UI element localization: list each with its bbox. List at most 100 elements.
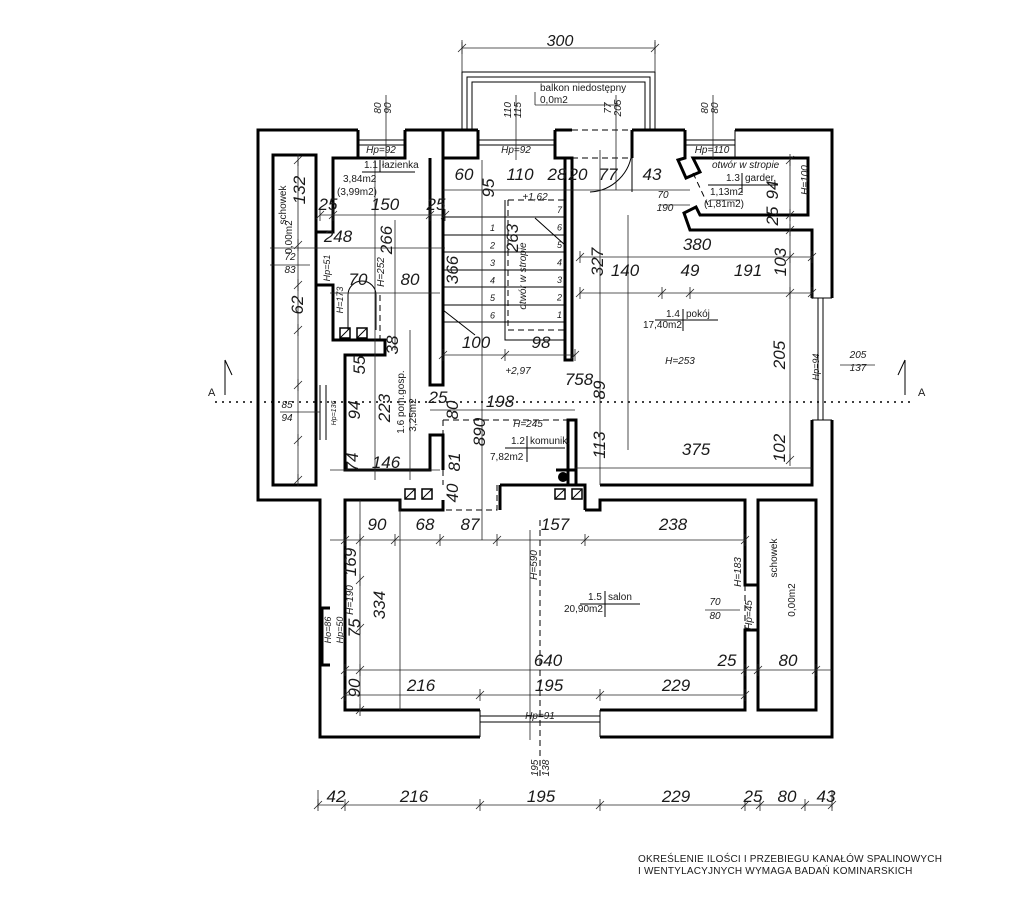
vent-duct-icon bbox=[356, 327, 368, 339]
vent-duct-icon bbox=[554, 488, 566, 500]
dimension-label: 216 bbox=[399, 787, 429, 806]
stair-step-number: 5 bbox=[490, 293, 496, 303]
corridor-number: 1.2 bbox=[511, 436, 525, 447]
dimension-tick bbox=[740, 799, 750, 811]
dimension-tick bbox=[811, 664, 821, 676]
dimension-tick bbox=[435, 534, 445, 546]
dimension-label: 68 bbox=[416, 515, 435, 534]
dimension-tick bbox=[475, 689, 485, 701]
dimension-label: 81 bbox=[445, 453, 464, 472]
dimension-tick bbox=[807, 287, 817, 299]
stair-step-number: 4 bbox=[490, 276, 495, 286]
dimension-label: 113 bbox=[590, 431, 609, 459]
wardrobe-area-alt: (1,81m2) bbox=[704, 199, 744, 210]
utility-area: 3,25m2 bbox=[408, 398, 419, 432]
chimney-note-line-1: OKREŚLENIE ILOŚCI I PRZEBIEGU KANAŁÓW SP… bbox=[638, 852, 942, 865]
dimension-label: 25 bbox=[717, 651, 737, 670]
corridor-walls bbox=[498, 418, 587, 510]
dimension-label: 28 bbox=[547, 165, 567, 184]
dimension-tick bbox=[827, 799, 837, 811]
dimension-label: 157 bbox=[541, 515, 570, 534]
stair-step-number: 6 bbox=[490, 311, 495, 321]
dimension-label: 90 bbox=[383, 102, 394, 114]
stair-opening-note: otwór w stropie bbox=[518, 242, 529, 310]
section-marker-right bbox=[897, 359, 906, 395]
dimension-label: H=173 bbox=[335, 287, 345, 314]
section-label-left: A bbox=[208, 387, 216, 399]
dimension-tick bbox=[475, 799, 485, 811]
room-name: pokój bbox=[686, 309, 710, 320]
dimension-label: 195 bbox=[535, 676, 564, 695]
living-area: 20,90m2 bbox=[564, 604, 603, 615]
dimension-label: 25 bbox=[743, 787, 763, 806]
dimension-label: Hp=92 bbox=[366, 145, 396, 156]
dimension-label: 70 bbox=[709, 597, 721, 608]
dimension-tick bbox=[340, 799, 350, 811]
dimension-label: 115 bbox=[513, 102, 524, 118]
dimension-label: 20 bbox=[568, 165, 588, 184]
ventilation-ducts bbox=[339, 327, 583, 500]
dimension-label: 25 bbox=[426, 195, 446, 214]
dimension-label: 110 bbox=[506, 165, 534, 184]
dimension-label: 80 bbox=[373, 102, 384, 114]
dimension-tick bbox=[293, 434, 303, 446]
dimension-label: Hp=50 bbox=[335, 617, 345, 644]
dimension-label: Hp=110 bbox=[695, 145, 730, 156]
dimension-label: 77 bbox=[603, 102, 614, 114]
dimension-label: 98 bbox=[532, 333, 551, 352]
dimension-label: 110 bbox=[503, 102, 514, 118]
dimension-label: 169 bbox=[341, 547, 360, 576]
section-label-right: A bbox=[918, 387, 926, 399]
dimension-label: Hp=92 bbox=[501, 145, 531, 156]
stair-step-number: 6 bbox=[557, 223, 562, 233]
dimension-label: 138 bbox=[541, 759, 552, 776]
dimension-label: 89 bbox=[590, 380, 609, 399]
dimension-label: 70 bbox=[349, 270, 368, 289]
wardrobe-number: 1.3 bbox=[726, 173, 740, 184]
dimension-tick bbox=[807, 251, 817, 263]
dimension-tick bbox=[753, 664, 763, 676]
storage-left-area: 0,00m2 bbox=[284, 220, 295, 254]
dimension-label: 366 bbox=[443, 255, 462, 284]
section-marker-left bbox=[224, 359, 233, 395]
corridor-area: 7,82m2 bbox=[490, 452, 524, 463]
dimension-label: 758 bbox=[565, 370, 594, 389]
dimension-tick bbox=[355, 704, 365, 716]
dimension-label: 205 bbox=[770, 340, 789, 370]
dimension-tick bbox=[293, 379, 303, 391]
storage-right-name: schowek bbox=[769, 538, 780, 578]
dimension-label: 83 bbox=[284, 265, 296, 276]
dimension-label: 94 bbox=[763, 181, 782, 200]
dimension-tick bbox=[785, 209, 795, 221]
dimension-label: 60 bbox=[455, 165, 474, 184]
dimension-tick bbox=[570, 349, 580, 361]
dimension-tick bbox=[457, 42, 467, 54]
dimension-label: 62 bbox=[288, 295, 307, 314]
living-number: 1.5 bbox=[588, 592, 602, 603]
dimension-label: Hp=136 bbox=[331, 401, 338, 426]
dimension-tick bbox=[425, 209, 435, 221]
dimension-label: 25 bbox=[763, 206, 782, 226]
dimension-tick bbox=[340, 534, 350, 546]
dimension-label: 43 bbox=[643, 165, 662, 184]
dimension-label: 49 bbox=[681, 261, 700, 280]
vent-duct-icon bbox=[339, 327, 351, 339]
dimension-label: 102 bbox=[770, 433, 789, 462]
corridor-name: komunik. bbox=[530, 436, 570, 447]
dimension-label: 70 bbox=[657, 190, 669, 201]
dimension-label: 263 bbox=[503, 223, 522, 253]
dimension-label: 191 bbox=[734, 261, 762, 280]
stair-step-number: 3 bbox=[490, 258, 495, 268]
dimension-label: 190 bbox=[657, 203, 674, 214]
stair-step-number: 3 bbox=[557, 275, 562, 285]
dimension-label: Hp=51 bbox=[322, 255, 332, 282]
dimension-label: 238 bbox=[658, 515, 688, 534]
storage-right-area: 0,00m2 bbox=[787, 583, 798, 617]
dimension-tick bbox=[755, 799, 765, 811]
dimension-label: 334 bbox=[370, 591, 389, 619]
dimension-label: H=253 bbox=[665, 356, 695, 367]
dimension-tick bbox=[657, 287, 667, 299]
